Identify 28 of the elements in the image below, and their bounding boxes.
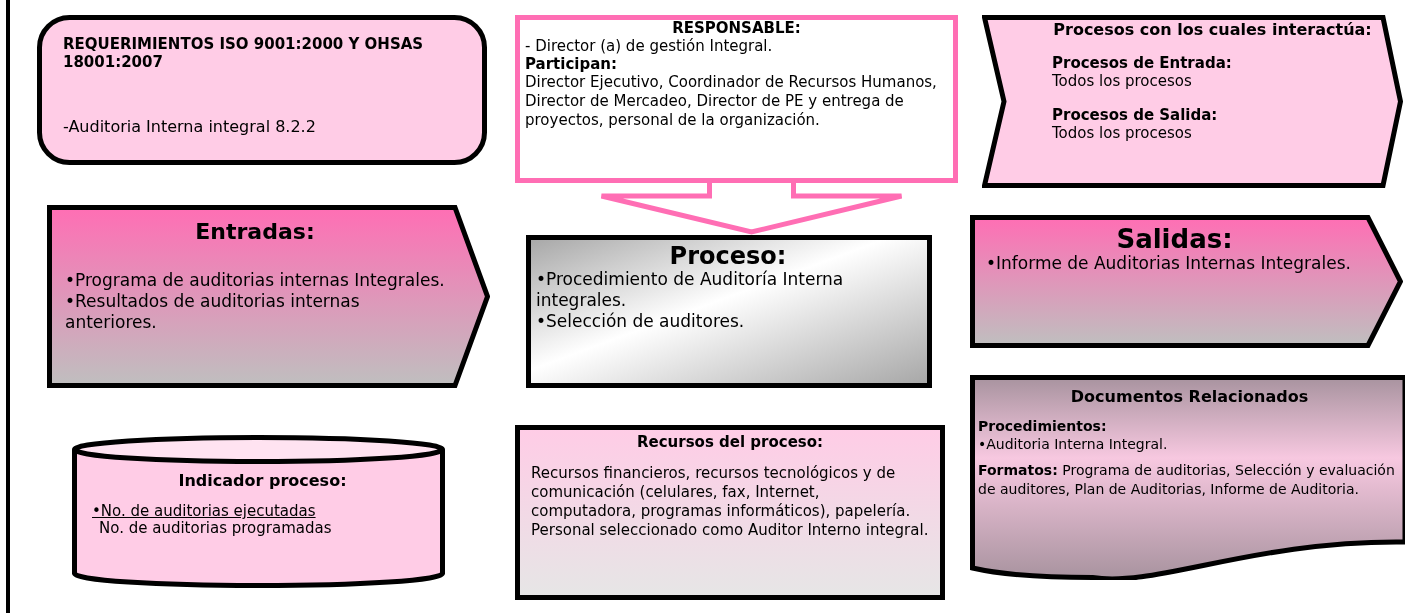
heading: REQUERIMIENTOS ISO 9001:2000 Y OHSAS 18001:2007: [63, 35, 425, 71]
bullet-item: •Informe de Auditorias Internas Integrales.: [986, 253, 1352, 274]
heading: Entradas:: [194, 218, 316, 246]
heading: Salidas:: [1115, 225, 1234, 253]
body-text: Director Ejecutivo, Coordinador de Recursos Humanos, Director de Mercadeo, Director de PE y entrega de proyectos, personal de la organización.: [525, 73, 938, 130]
heading: RESPONSABLE:: [671, 20, 802, 37]
heading: Proceso:: [668, 243, 788, 269]
heading: Indicador proceso:: [177, 470, 348, 492]
heading: Procesos con los cuales interactúa:: [1052, 20, 1373, 40]
bullet-item: •Procedimiento de Auditoría Interna integrales.: [536, 269, 845, 311]
denominator-text: No. de auditorias programadas: [98, 520, 333, 537]
bullet-item: •Auditoria Interna Integral.: [978, 435, 1169, 453]
body-text: Todos los procesos: [1052, 124, 1193, 142]
body-text: - Director (a) de gestión Integral.: [525, 37, 774, 55]
numerator-text: •No. de auditorias ejecutadas: [92, 503, 316, 520]
body-text: Recursos financieros, recursos tecnológicos y de comunicación (celulares, fax, Internet, computadora, programas informáticos), papelería. Personal seleccionado como Auditor Interno integral.: [531, 463, 929, 540]
subheading: Participan:: [525, 55, 618, 73]
bullet-item: •Programa de auditorias internas Integrales.: [65, 270, 445, 291]
body-text: -Auditoria Interna integral 8.2.2: [63, 116, 317, 138]
body-text: Todos los procesos: [1052, 72, 1193, 90]
bullet-item: •Selección de auditores.: [536, 311, 746, 332]
heading: Recursos del proceso:: [635, 432, 825, 453]
bullet-item: •Resultados de auditorias internas anteriores.: [65, 291, 361, 333]
heading: Documentos Relacionados: [1069, 386, 1310, 408]
subheading: Procesos de Entrada:: [1052, 54, 1233, 72]
body-text: Formatos: Programa de auditorias, Selección y evaluación de auditores, Plan de Auditorias, Informe de Auditoria.: [978, 461, 1396, 499]
subheading: Procedimientos:: [978, 417, 1108, 435]
subheading: Procesos de Salida:: [1052, 106, 1219, 124]
